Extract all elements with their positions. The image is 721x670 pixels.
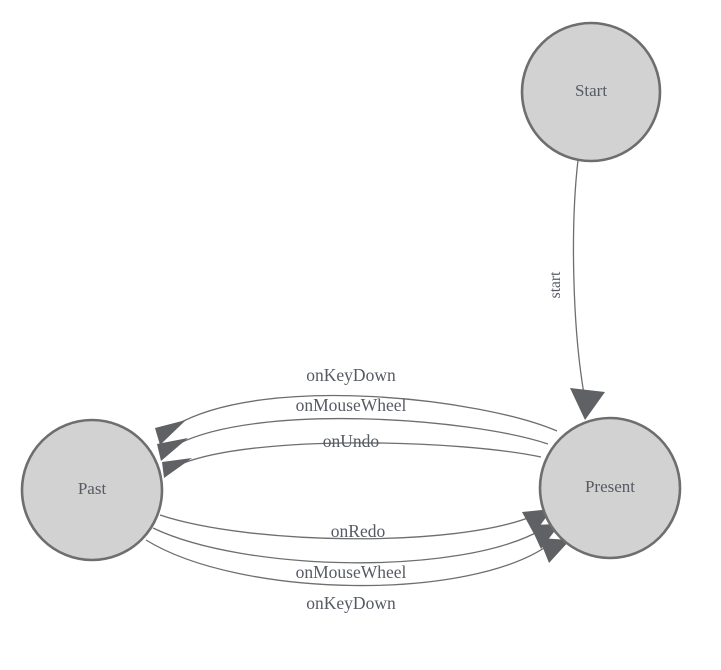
edge-label-start: start (547, 271, 564, 298)
node-start[interactable]: Start (520, 21, 662, 163)
arrowhead-past-to-present-onkeydown (539, 538, 570, 563)
arrowhead-present-to-past-onmousewheel (157, 438, 188, 461)
edge-label-present-to-past-onmousewheel: onMouseWheel (296, 395, 407, 415)
edge-label-past-to-present-onkeydown: onKeyDown (306, 593, 396, 613)
edge-past-to-present-onkeydown-path (145, 539, 551, 587)
edge-label-present-to-past-onundo: onUndo (323, 431, 380, 451)
edge-start-to-present-path (572, 159, 585, 395)
edge-label-past-to-present-onmousewheel: onMouseWheel (296, 562, 407, 582)
edge-past-to-present-onmousewheel-path (152, 527, 542, 564)
node-past[interactable]: Past (20, 418, 164, 562)
edge-present-to-past-onkeydown-path (175, 394, 558, 432)
node-present[interactable]: Present (538, 416, 682, 560)
arrowhead-start-to-present (570, 388, 605, 420)
edge-label-present-to-past-onkeydown: onKeyDown (306, 365, 396, 385)
node-start-label: Start (575, 81, 607, 100)
edge-start-to-present[interactable]: start (547, 159, 605, 420)
node-present-circle (538, 416, 682, 560)
edge-present-to-past-onmousewheel-path (177, 417, 549, 445)
edge-present-to-past-onundo[interactable]: onUndo (162, 431, 542, 478)
edge-past-to-present-onredo-path (159, 514, 534, 540)
arrowhead-past-to-present-onmousewheel (530, 524, 560, 549)
node-past-label: Past (78, 479, 107, 498)
edge-present-to-past-onmousewheel[interactable]: onMouseWheel (157, 395, 549, 461)
edge-present-to-past-onkeydown[interactable]: onKeyDown (155, 365, 558, 445)
node-past-circle (20, 418, 164, 562)
node-present-label: Present (585, 477, 635, 496)
edge-present-to-past-onundo-path (180, 442, 542, 465)
arrowhead-present-to-past-onundo (162, 458, 192, 478)
edge-label-past-to-present-onredo: onRedo (331, 521, 386, 541)
arrowhead-present-to-past-onkeydown (155, 420, 186, 445)
edge-past-to-present-onkeydown[interactable]: onKeyDown (145, 538, 570, 613)
edge-past-to-present-onmousewheel[interactable]: onMouseWheel (152, 524, 560, 582)
node-start-circle (520, 21, 662, 163)
edge-past-to-present-onredo[interactable]: onRedo (159, 509, 552, 541)
